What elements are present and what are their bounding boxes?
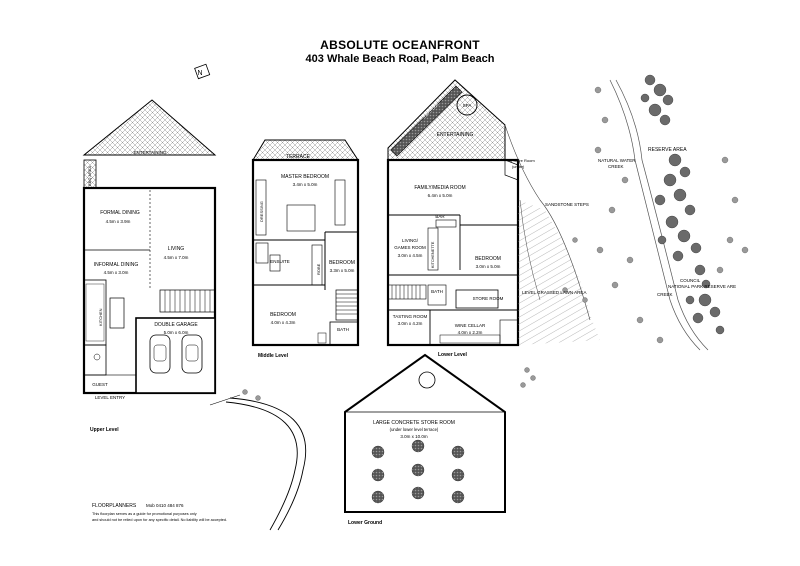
- room-ensuite: ENSUITE: [270, 259, 290, 264]
- room-lower-entertaining: ENTERTAINING: [437, 132, 474, 138]
- room-guest: GUEST: [92, 382, 108, 387]
- room-bar: BAR: [435, 214, 445, 219]
- room-wine-cellar-size: 4.0m x 2.2m: [458, 330, 483, 335]
- room-informal-dining-size: 4.5m x 3.0m: [104, 270, 129, 275]
- label-sandstone-steps: SANDSTONE STEPS: [545, 202, 589, 207]
- compass-label: N: [197, 70, 202, 77]
- room-robe: ROBE: [316, 263, 321, 275]
- room-bedroom-mid-right-size: 3.3m x 5.0m: [330, 268, 355, 273]
- label-upper-level: Upper Level: [90, 427, 119, 433]
- room-bath-lower: BATH: [431, 289, 443, 294]
- middle-level-plan: TERRACE MASTER BEDROOM 3.4m x 5.0m DRESS…: [251, 139, 360, 359]
- label-level-lawn: LEVEL GRASSED LAWN AREA: [522, 290, 586, 295]
- plan-address: 403 Whale Beach Road, Palm Beach: [305, 53, 495, 65]
- room-bedroom-mid-left: BEDROOM: [270, 312, 296, 318]
- room-double-garage: DOUBLE GARAGE: [154, 322, 198, 328]
- room-living: LIVING: [168, 246, 185, 252]
- room-tasting-room-size: 3.0m x 4.2m: [398, 321, 423, 326]
- room-wine-cellar: WINE CELLAR: [455, 323, 486, 328]
- room-upper-entertaining: ENTERTAINING: [133, 150, 167, 155]
- room-bedroom-lower-size: 3.0m x 5.0m: [476, 264, 501, 269]
- room-kitchenette: KITCHENETTE: [431, 241, 435, 268]
- label-natural-water: NATURAL WATER: [598, 158, 636, 163]
- room-informal-dining: INFORMAL DINING: [94, 262, 139, 268]
- room-large-store-sub: (under lower level terrace): [390, 427, 439, 432]
- label-creek: CREEK: [657, 292, 673, 297]
- label-national-park: NATIONAL PARK RESERVE ARE: [668, 284, 736, 289]
- company-name: FLOORPLANNERS: [92, 503, 137, 509]
- plan-title: ABSOLUTE OCEANFRONT: [320, 38, 480, 52]
- label-natural-water-2: CREEK: [608, 164, 624, 169]
- room-living-size: 4.5m x 7.0m: [164, 255, 189, 260]
- room-formal-dining-size: 4.5m x 3.9m: [106, 219, 131, 224]
- disclaimer-line-2: and should not be relied upon for any sp…: [92, 518, 227, 522]
- footer-credit: FLOORPLANNERS Mob 0410 484 876 This floo…: [92, 503, 227, 522]
- disclaimer-line-1: This floorplan serves as a guide for pro…: [92, 512, 197, 516]
- room-family-media: FAMILY/MEDIA ROOM: [414, 185, 465, 191]
- north-compass-icon: N: [194, 63, 211, 80]
- site-landscape: To Store Room (under) SANDSTONE STEPS LE…: [242, 74, 749, 401]
- label-to-store-room: To Store Room: [508, 158, 535, 163]
- room-bedroom-mid-right: BEDROOM: [329, 260, 355, 266]
- room-terrace: TERRACE: [286, 154, 311, 160]
- room-master-bedroom: MASTER BEDROOM: [281, 174, 329, 180]
- room-master-bedroom-size: 3.4m x 5.0m: [293, 182, 318, 187]
- label-middle-level: Middle Level: [258, 353, 289, 359]
- lower-level-plan: LAP POOL SPA ENTERTAINING FAMILY/MEDIA R…: [386, 79, 520, 358]
- room-living-games-size: 3.0m x 4.5m: [398, 253, 423, 258]
- company-phone: Mob 0410 484 876: [146, 503, 184, 508]
- upper-level-plan: ENTERTAINING BBQ AREA FORMAL DINING 4.5m…: [82, 99, 307, 531]
- room-store-room: STORE ROOM: [473, 296, 504, 301]
- label-to-store-room-sub: (under): [512, 165, 525, 169]
- room-bedroom-lower: BEDROOM: [475, 256, 501, 262]
- room-formal-dining: FORMAL DINING: [100, 210, 140, 216]
- room-living-games: LIVING/: [402, 238, 419, 243]
- room-bedroom-mid-left-size: 4.0m x 4.3m: [271, 320, 296, 325]
- room-kitchen: KITCHEN: [98, 308, 103, 326]
- room-large-store-size: 3.0m x 10.0m: [400, 434, 428, 439]
- room-double-garage-size: 5.0m x 6.0m: [164, 330, 189, 335]
- room-bbq-area: BBQ AREA: [87, 165, 92, 186]
- room-tasting-room: TASTING ROOM: [393, 314, 428, 319]
- room-bath-mid: BATH: [337, 327, 349, 332]
- label-council: COUNCIL: [680, 278, 701, 283]
- room-large-store: LARGE CONCRETE STORE ROOM: [373, 420, 455, 426]
- room-spa: SPA: [463, 103, 472, 108]
- label-lower-ground: Lower Ground: [348, 520, 382, 526]
- label-reserve-area: RESERVE AREA: [648, 147, 687, 153]
- room-family-media-size: 6.4m x 5.0m: [428, 193, 453, 198]
- lower-ground-plan: LARGE CONCRETE STORE ROOM (under lower l…: [344, 353, 506, 526]
- label-lower-level: Lower Level: [438, 352, 468, 358]
- room-level-entry: LEVEL ENTRY: [95, 395, 125, 400]
- room-living-games-2: GAMES ROOM: [394, 245, 426, 250]
- room-dressing: DRESSING: [259, 201, 264, 222]
